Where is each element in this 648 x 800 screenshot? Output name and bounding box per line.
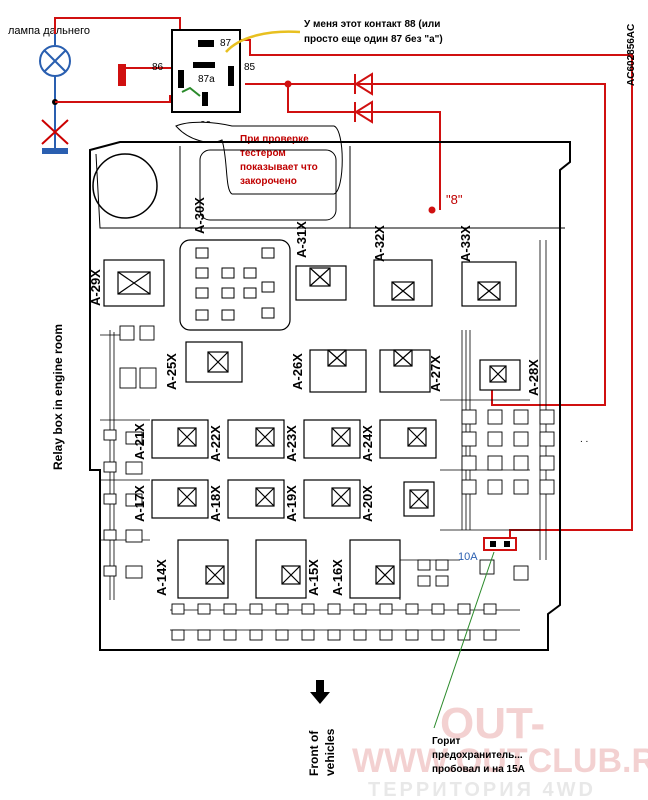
ground-icon [42,148,68,154]
watermark-line3: ТЕРРИТОРИЯ 4WD [368,779,596,800]
socket-a24x [379,419,437,459]
label-a18x: A-18X [208,485,223,522]
relay: 87 87a 86 85 30 [152,29,256,131]
box-top-cover [199,149,337,221]
watermark-line1: OUT- [440,699,545,748]
label-a27x: A-27X [428,355,443,392]
socket-a21x [151,419,209,459]
box-round-socket [92,153,158,219]
label-a26x: A-26X [290,353,305,390]
socket-a31x [295,265,347,301]
socket-a14x [177,539,229,599]
fuse-note-line2: предохранитель... [432,750,523,761]
fuse-pointer-line [433,551,495,729]
front-label-line1: Front of [307,730,321,776]
socket-a15x [255,539,307,599]
tester-note-line4: закорочено [240,176,297,187]
socket-a26x [309,349,367,393]
socket-a16x [349,539,401,599]
watermark: OUT- WWW.OUTCLUB.RU ТЕРРИТОРИЯ 4WD [352,699,648,800]
label-a33x: A-33X [458,225,473,262]
point-8-label: "8" [446,192,463,207]
terminal-squares [103,325,555,641]
pin-85-label: 85 [244,62,256,73]
pin-87-blade [198,40,214,47]
note-contact-line2: просто еще один 87 без "а") [304,33,443,45]
socket-a19x [303,479,361,519]
front-label-line2: vehicles [323,728,337,776]
label-a19x: A-19X [284,485,299,522]
label-a32x: A-32X [372,225,387,262]
watermark-line2: WWW.OUTCLUB.RU [352,742,648,780]
label-a20x: A-20X [360,485,375,522]
socket-a17x [151,479,209,519]
socket-a20x [403,481,435,517]
pin-87a-label: 87a [198,74,215,85]
dots: . . [580,434,588,445]
relay-sockets [103,259,521,599]
label-a30x: A-30X [192,197,207,234]
pin-86-blade [178,70,184,88]
pin-87a-blade [193,62,215,68]
relay-labels: A-29X A-30X A-31X A-32X A-33X A-25X A-26… [88,197,541,596]
socket-a28x [479,359,521,391]
diode-1 [354,72,373,96]
green-wire [181,86,201,97]
pin-85-blade [228,66,234,86]
label-a16x: A-16X [330,559,345,596]
note-contact-line1: У меня этот контакт 88 (или [304,19,440,30]
socket-a33x [461,261,517,307]
label-a14x: A-14X [154,559,169,596]
socket-a18x [227,479,285,519]
label-a31x: A-31X [294,221,309,258]
diode-2 [354,100,373,124]
doc-code: AC602856AC [626,24,637,86]
pin-87-label: 87 [220,38,232,49]
a30x-terminals [195,247,275,321]
label-a29x: A-29X [88,269,103,306]
tester-note-line2: тестером [240,148,286,159]
socket-a29x [103,259,165,307]
fuse: 10A [433,537,517,729]
socket-a22x [227,419,285,459]
pin-30-blade [202,92,208,106]
lamp-label: лампа дальнего [8,25,90,37]
label-a24x: A-24X [360,425,375,462]
tester-note-line3: показывает что [240,162,318,173]
fuse-rating: 10A [458,551,478,563]
fuse-note-line1: Горит [432,736,461,747]
label-a15x: A-15X [306,559,321,596]
a30x-block [179,239,291,331]
pin-86-label: 86 [152,62,164,73]
socket-a25x [185,341,243,383]
front-arrow [310,680,330,704]
socket-a23x [303,419,361,459]
label-a21x: A-21X [132,423,147,460]
relay-box [89,141,571,651]
label-a22x: A-22X [208,425,223,462]
relay-86-terminal [118,64,126,86]
label-a25x: A-25X [164,353,179,390]
socket-a27x [379,349,431,393]
socket-a32x [373,259,433,307]
label-a23x: A-23X [284,425,299,462]
yellow-wire [225,30,301,53]
box-side-label: Relay box in engine room [51,324,65,470]
fuse-body [483,537,517,551]
tester-note-line1: При проверке [240,134,309,145]
label-a17x: A-17X [132,485,147,522]
label-a28x: A-28X [526,359,541,396]
fuse-note-line3: пробовал и на 15А [432,763,525,775]
lamp-circuit: лампа дальнего [8,25,90,154]
